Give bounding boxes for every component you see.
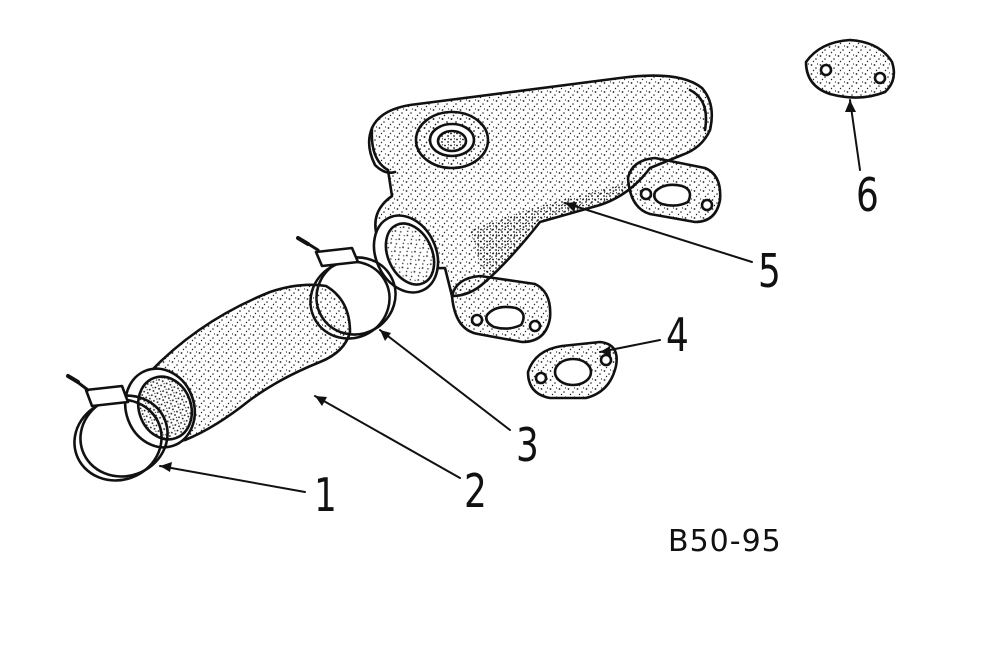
gasket (526, 340, 618, 400)
leader-3 (379, 329, 511, 431)
cover-plate (804, 38, 896, 99)
upper-hose-clamp (296, 236, 397, 340)
leader-2 (314, 395, 461, 479)
callout-5: 5 (758, 244, 781, 298)
manifold-body (367, 74, 722, 344)
callout-6: 6 (856, 168, 879, 222)
arrowheads (160, 100, 856, 472)
callout-4: 4 (666, 308, 689, 362)
leader-5 (564, 202, 753, 263)
reference-code: B50-95 (668, 524, 782, 559)
callout-2: 2 (464, 464, 487, 518)
leader-1 (159, 465, 306, 493)
lower-hose-clamp (66, 374, 169, 482)
hose (123, 283, 352, 449)
callout-3: 3 (516, 418, 539, 472)
callout-1: 1 (314, 468, 337, 522)
